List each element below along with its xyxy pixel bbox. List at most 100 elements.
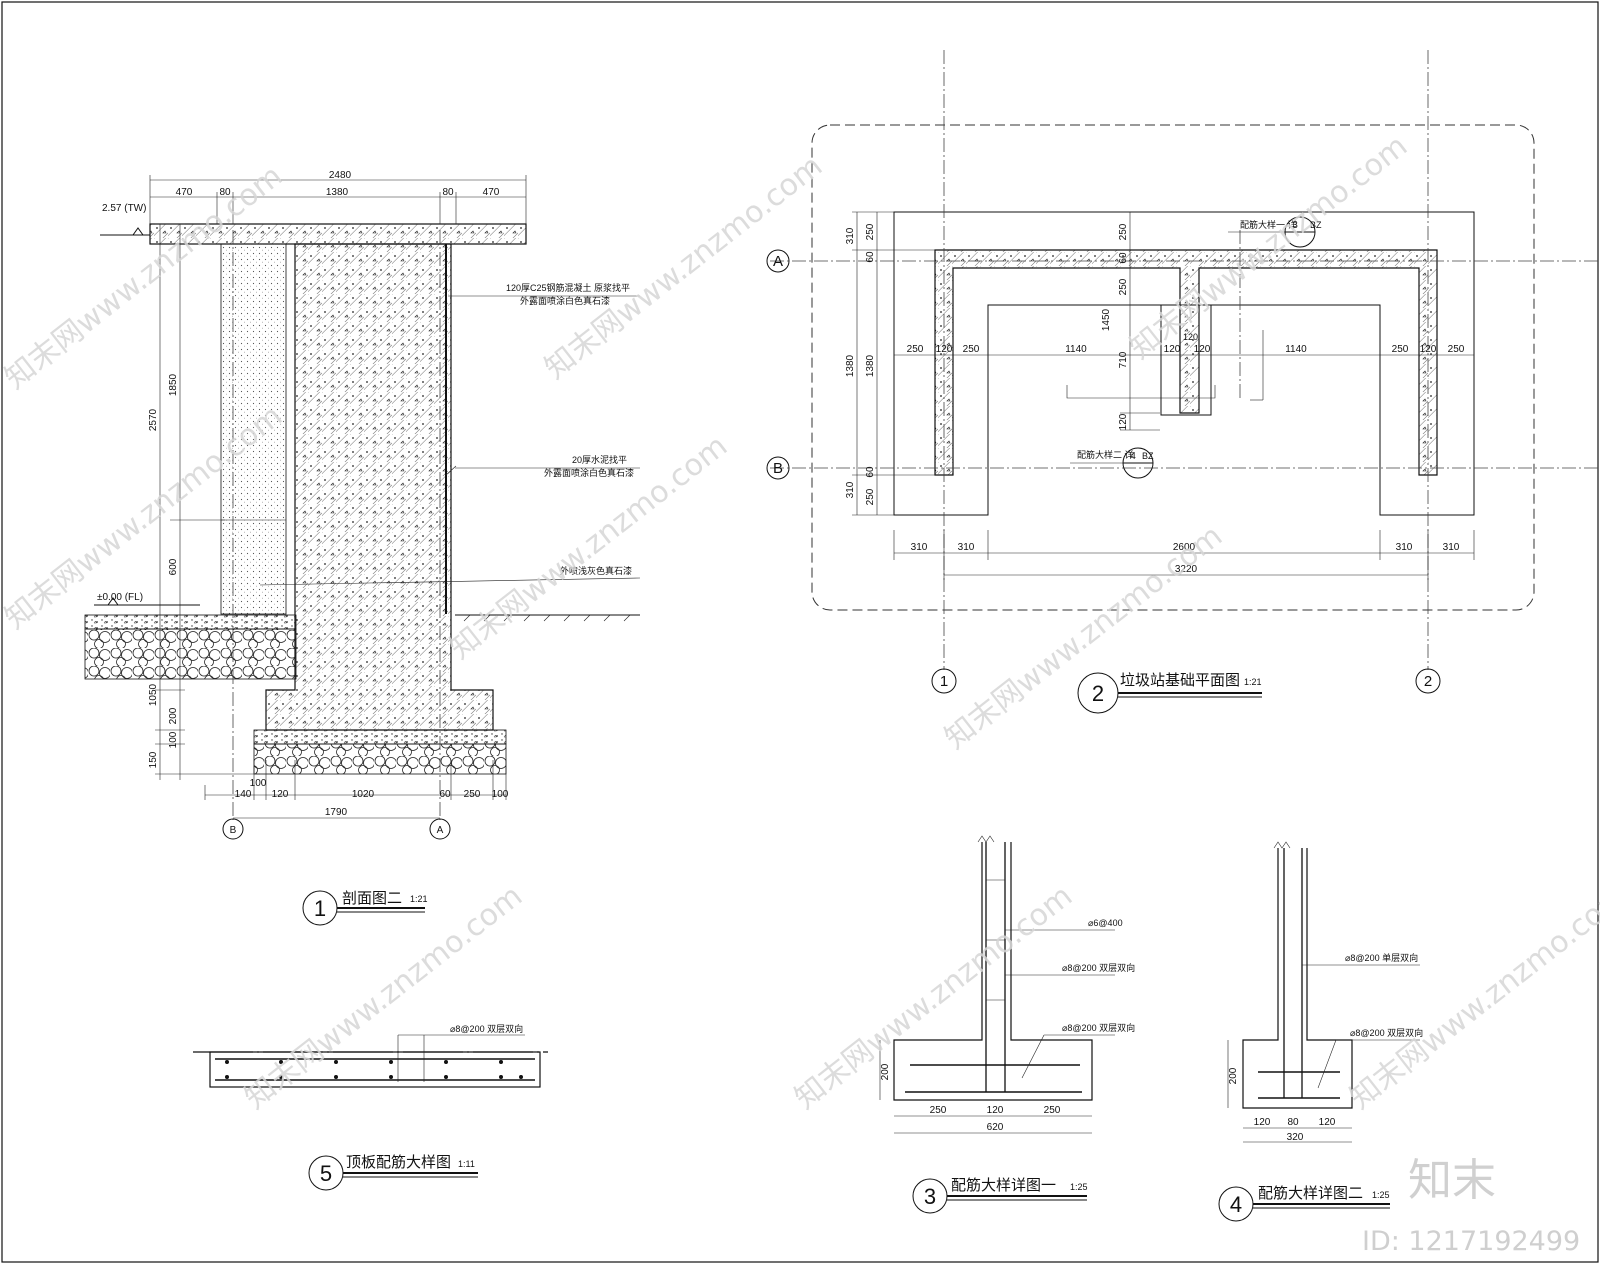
watermark-text: 知末网www.znzmo.com [538,148,829,386]
detail4-dim-total: 320 [1287,1132,1304,1143]
plan-labels: 250 120 250 1140 120 120 1140 250 120 25… [773,219,1465,706]
plan-scale: 1:21 [1244,677,1262,687]
detail3-rebar-2: ⌀8@200 双层双向 [1062,962,1135,973]
dim-plan-b-1: 310 [911,542,928,553]
dim-plan-b-5: 310 [1443,542,1460,553]
dim-plan-v-1: 310 [845,227,856,244]
dim-plan-inner-1: 250 [1118,223,1129,240]
dim-section-bottom-1: 100 [250,778,267,789]
dim-plan-v-6: 250 [865,488,876,505]
dim-section-bottom-2: 140 [235,789,252,800]
detail5-labels: ⌀8@200 双层双向 5 顶板配筋大样图 1:11 [320,1023,523,1186]
detail3-labels: ⌀6@400 ⌀8@200 双层双向 ⌀8@200 双层双向 200 250 1… [880,918,1135,1209]
dim-section-bottom-6: 250 [464,789,481,800]
note-paint: 外喷浅灰色真石漆 [560,565,632,576]
dim-plan-h-6: 120 [1194,344,1211,355]
callout-3-sheet: BZ [1310,220,1322,230]
axis-b-label: B [230,825,237,836]
dim-section-top-2: 80 [219,187,231,198]
dim-plan-inner-2: 250 [1118,278,1129,295]
detail5-drawing [193,1034,548,1191]
dim-plan-h-5: 120 [1164,344,1181,355]
dim-section-top-5: 470 [483,187,500,198]
dim-plan-v-2: 250 [865,223,876,240]
dim-plan-h-9: 120 [1420,344,1437,355]
watermark-text: 知末网www.znzmo.com [938,518,1229,756]
detail4-drawing [1218,841,1420,1222]
dim-plan-h-7: 1140 [1285,344,1307,355]
dim-plan-v-4: 1380 [845,354,856,377]
detail4-number: 4 [1230,1192,1242,1217]
detail5-number: 5 [320,1161,332,1186]
dim-section-left-5: 150 [148,751,159,768]
detail3-rebar-3: ⌀8@200 双层双向 [1062,1022,1135,1033]
section-number: 1 [314,896,326,921]
plan-axis-b: B [773,460,783,477]
detail3-dim-2: 120 [987,1105,1004,1116]
dim-plan-inner-7: 60 [1118,252,1129,264]
dim-section-top-4: 80 [442,187,454,198]
dim-section-bottom-total: 1790 [325,807,348,818]
detail5-title: 顶板配筋大样图 [346,1153,451,1171]
detail4-dim-height: 200 [1228,1067,1239,1084]
note-slab-1: 120厚C25钢筋混凝土 原浆找平 [506,282,630,293]
plan-axis-2: 2 [1424,673,1432,690]
dim-section-top-1: 470 [176,187,193,198]
brand-logo: 知末 [1408,1155,1496,1206]
note-plaster-1: 20厚水泥找平 [572,454,627,465]
detail3-number: 3 [924,1184,936,1209]
detail5-scale: 1:11 [458,1159,475,1169]
plan-number: 2 [1092,681,1104,706]
axis-a-label: A [437,825,444,836]
dim-section-bottom-4: 1020 [352,789,375,800]
dim-section-bottom-5: 60 [439,789,451,800]
detail3-scale: 1:25 [1070,1182,1088,1192]
dim-plan-v-3: 60 [865,251,876,263]
plan-title: 垃圾站基础平面图 [1120,672,1240,689]
dim-plan-h-3: 250 [963,344,980,355]
dim-section-left-6: 100 [168,731,179,748]
detail4-scale: 1:25 [1372,1190,1390,1200]
callout-3-num: 3 [1292,220,1298,231]
dim-section-left-3: 600 [168,558,179,575]
dim-section-left-7: 200 [168,707,179,724]
level-ground: ±0.00 (FL) [97,592,143,603]
detail5-rebar: ⌀8@200 双层双向 [450,1023,523,1034]
callout-4-num: 4 [1130,451,1136,462]
watermark-text: 知末网www.znzmo.com [788,878,1079,1116]
detail3-rebar-1: ⌀6@400 [1088,918,1123,928]
dim-section-left-1: 2570 [148,408,159,431]
callout-4-text: 配筋大样二 详 [1077,449,1134,460]
dim-section-top-3: 1380 [326,187,349,198]
dim-plan-h-10: 250 [1448,344,1465,355]
callout-3-text: 配筋大样一 详 [1240,219,1297,230]
image-id: ID: 1217192499 [1362,1226,1580,1257]
dim-plan-v-8: 310 [845,481,856,498]
dim-plan-b-3: 2600 [1173,542,1196,553]
detail4-dim-3: 120 [1319,1117,1336,1128]
dim-plan-inner-4: 710 [1118,351,1129,368]
callout-4-sheet: BZ [1142,451,1154,461]
dim-plan-h-8: 250 [1392,344,1409,355]
plan-axis-1: 1 [940,673,948,690]
detail4-rebar-1: ⌀8@200 单层双向 [1345,952,1418,963]
detail4-dim-2: 80 [1287,1117,1299,1128]
dim-plan-v-7: 60 [865,466,876,478]
dim-section-left-2: 1850 [168,373,179,396]
section-labels: 2480 470 80 1380 80 470 2.57 (TW) ±0.00 … [97,170,634,921]
section-title: 剖面图二 [342,890,402,907]
dim-plan-b-2: 310 [958,542,975,553]
dim-plan-v-5: 1380 [865,354,876,377]
section-scale: 1:21 [410,894,428,904]
detail3-dim-1: 250 [930,1105,947,1116]
dim-section-bottom-7: 100 [492,789,509,800]
dim-section-top-total: 2480 [329,170,352,181]
detail4-rebar-2: ⌀8@200 双层双向 [1350,1027,1423,1038]
dim-plan-inner-3: 1450 [1101,308,1112,331]
dim-plan-b-4: 310 [1396,542,1413,553]
detail3-title: 配筋大样详图一 [951,1177,1056,1194]
dim-plan-h-4: 1140 [1065,344,1087,355]
detail4-dim-1: 120 [1254,1117,1271,1128]
dim-plan-b-total: 3220 [1175,564,1198,575]
